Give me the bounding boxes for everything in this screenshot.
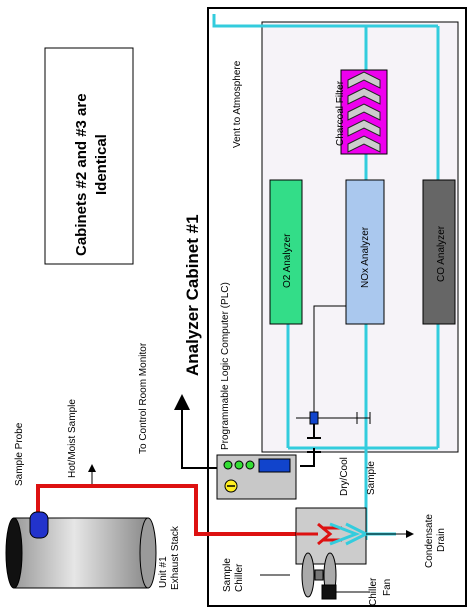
chiller-label-1: Sample (222, 558, 233, 592)
nox-analyzer (345, 179, 385, 325)
plc-screen (258, 458, 291, 473)
condensate-label: Condensate (424, 514, 435, 568)
notice-box (44, 47, 134, 265)
o2-analyzer-label: O2 Analyzer (282, 233, 293, 288)
sample-probe-label: Sample Probe (14, 422, 25, 486)
notice-line-1: Cabinets #2 and #3 are (73, 93, 90, 256)
chiller-fan (301, 552, 337, 600)
dry-cool-label: Dry/Cool (339, 457, 350, 496)
stack-label-1: Unit #1 (158, 556, 169, 588)
fan-label-2: Fan (382, 579, 393, 596)
plc-led-3 (245, 460, 255, 470)
signal-wire-nox (313, 305, 346, 418)
co-analyzer-label: CO Analyzer (436, 225, 447, 282)
chiller-coil-hot (296, 522, 342, 546)
drain-label: Drain (436, 528, 447, 552)
plc-led-2 (234, 460, 244, 470)
chiller-coil-cool (329, 522, 367, 546)
co-analyzer (422, 179, 456, 325)
fan-label-1: Chiller (368, 577, 379, 606)
sample-probe (29, 511, 49, 539)
control-room-arrow (174, 394, 217, 469)
cabinet-title: Analyzer Cabinet #1 (183, 214, 202, 376)
nox-analyzer-label: NOx Analyzer (360, 226, 371, 288)
sample-label: Sample (366, 461, 377, 495)
plc-to-manifold (300, 448, 321, 467)
chiller-label-2: Chiller (234, 563, 245, 592)
notice-line-2: Identical (93, 134, 110, 195)
plc-led-1 (223, 460, 233, 470)
exhaust-stack (5, 517, 157, 589)
control-room-label: To Control Room Monitor (138, 342, 149, 454)
solenoid-valve (309, 411, 319, 425)
charcoal-filter-label: Charcoal Filter (335, 80, 346, 146)
filter-chevrons (347, 71, 381, 153)
stack-label-2: Exhaust Stack (170, 525, 181, 590)
o2-analyzer (269, 179, 303, 325)
hot-moist-label: Hot/Moist Sample (67, 399, 78, 478)
hot-sample-line (36, 484, 296, 536)
plc-label: Programmable Logic Computer (PLC) (220, 282, 231, 450)
signal-wire-plc (307, 424, 321, 439)
vent-label: Vent to Atmosphere (232, 60, 243, 148)
